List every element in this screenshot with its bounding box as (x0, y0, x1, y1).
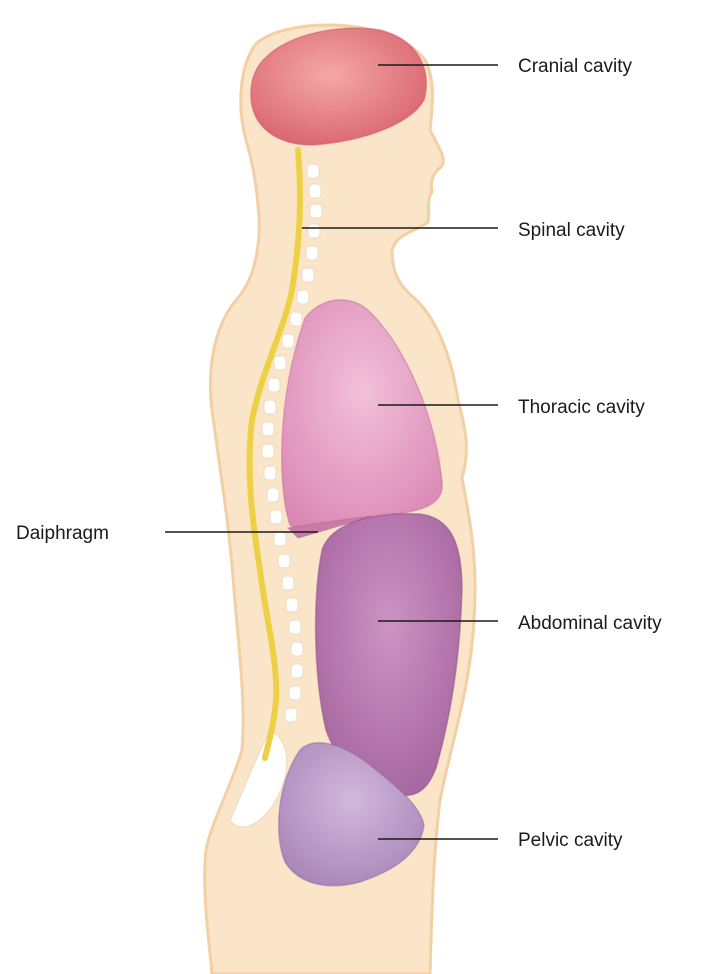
vertebra (285, 708, 297, 722)
vertebra (309, 184, 321, 198)
cranial-cavity-label: Cranial cavity (518, 57, 632, 76)
diaphragm-label: Daiphragm (16, 524, 109, 543)
thoracic-cavity-label: Thoracic cavity (518, 398, 645, 417)
pelvic-cavity-label: Pelvic cavity (518, 831, 623, 850)
vertebra (286, 598, 298, 612)
vertebra (278, 554, 290, 568)
vertebra (264, 400, 276, 414)
vertebra (297, 290, 309, 304)
vertebra (264, 466, 276, 480)
vertebra (262, 422, 274, 436)
abdominal-cavity-label: Abdominal cavity (518, 614, 662, 633)
vertebra (308, 224, 320, 238)
vertebra (307, 164, 319, 178)
vertebra (270, 510, 282, 524)
vertebra (302, 268, 314, 282)
spinal-cavity-label: Spinal cavity (518, 221, 625, 240)
vertebra (282, 576, 294, 590)
vertebra (291, 642, 303, 656)
vertebra (290, 312, 302, 326)
vertebra (262, 444, 274, 458)
vertebra (310, 204, 322, 218)
vertebra (282, 334, 294, 348)
vertebra (274, 356, 286, 370)
vertebra (306, 246, 318, 260)
vertebra (268, 378, 280, 392)
vertebra (274, 532, 286, 546)
vertebra (289, 620, 301, 634)
vertebra (291, 664, 303, 678)
vertebra (267, 488, 279, 502)
vertebra (289, 686, 301, 700)
